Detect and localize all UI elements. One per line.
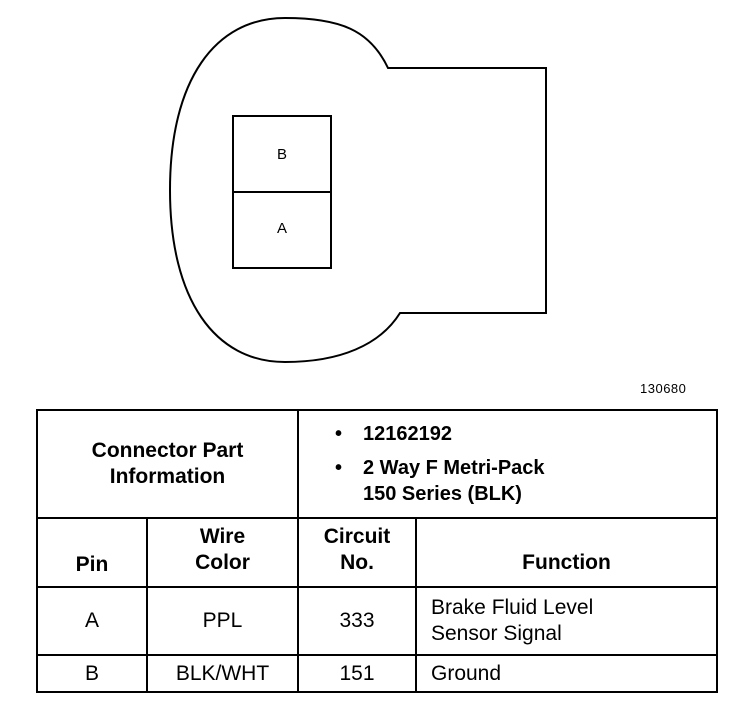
table-row: A PPL 333 Brake Fluid Level Sensor Signa… [36,586,719,656]
row-b-pin: B [36,654,148,693]
connector-type-item: • 2 Way F Metri-Pack 150 Series (BLK) [335,455,716,507]
row-a-pin: A [36,586,148,656]
header-function: Function [414,517,719,588]
row-a-function-line-2: Sensor Signal [431,622,562,645]
row-a-circuit-no: 333 [297,586,417,656]
cavity-a-box [232,191,332,269]
part-info-values-cell: • 12162192 • 2 Way F Metri-Pack 150 Seri… [296,409,719,519]
connector-info-table: Connector Part Information • 12162192 • … [36,409,719,693]
header-wire-color-line-1: Wire [199,525,246,548]
connector-face-diagram: B A [168,16,547,364]
header-pin: Pin [36,517,148,588]
row-b-function: Ground [414,654,719,693]
part-info-row: Connector Part Information • 12162192 • … [36,409,719,519]
header-wire-color: Wire Color [146,517,299,588]
header-pin-text: Pin [75,553,109,576]
header-row: Pin Wire Color Circuit No. Function [36,517,719,588]
header-function-text: Function [522,551,611,574]
header-circuit-no: Circuit No. [297,517,417,588]
row-b-wire-color: BLK/WHT [146,654,299,693]
bullet-icon: • [335,457,343,479]
row-b-function-line-1: Ground [431,661,502,685]
row-a-function-line-1: Brake Fluid Level [431,596,594,619]
connector-type-line-2: 150 Series (BLK) [363,483,522,505]
connector-housing-outline [168,16,547,364]
figure-number: 130680 [640,381,687,396]
part-info-label-cell: Connector Part Information [36,409,299,519]
row-a-wire-color: PPL [146,586,299,656]
header-wire-color-line-2: Color [195,551,250,574]
cavity-b-label: B [277,146,287,163]
table-row: B BLK/WHT 151 Ground [36,654,719,693]
bullet-icon: • [335,423,343,445]
part-number: 12162192 [363,423,452,445]
part-number-item: • 12162192 [335,421,716,447]
connector-type-line-1: 2 Way F Metri-Pack [363,457,545,479]
header-circuit-no-line-2: No. [340,551,374,574]
part-info-label-line-1: Connector Part [91,439,244,462]
header-circuit-no-line-1: Circuit [323,525,391,548]
part-info-label-line-2: Information [109,465,226,488]
row-a-function: Brake Fluid Level Sensor Signal [414,586,719,656]
row-b-circuit-no: 151 [297,654,417,693]
cavity-a-label: A [277,220,287,237]
